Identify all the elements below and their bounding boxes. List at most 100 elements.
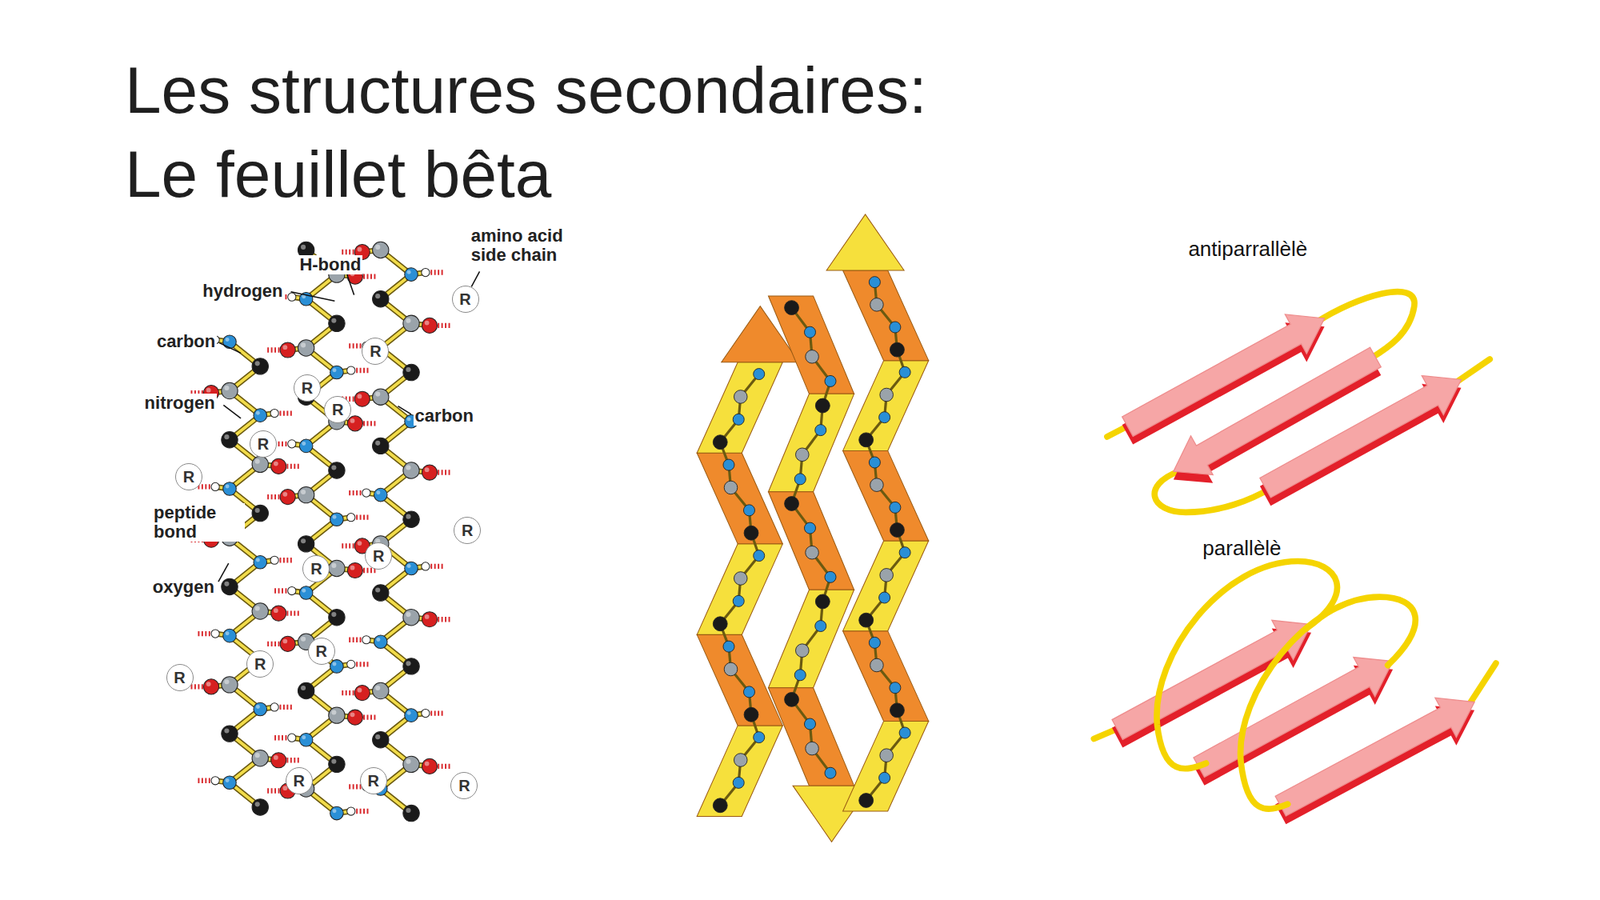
atom-shine: [357, 540, 363, 546]
ribbon-atom: [723, 459, 735, 471]
side-chain-letter: R: [461, 522, 473, 539]
ribbon-atom: [753, 550, 765, 562]
atom-shine: [375, 392, 380, 397]
atom-shine: [282, 492, 288, 497]
ribbon-pleat: [843, 270, 929, 361]
hydrogen-atom: [421, 708, 430, 717]
side-chain-circle: R: [175, 463, 203, 491]
h-bond-hash: [279, 704, 293, 710]
side-chain-letter: R: [301, 380, 313, 396]
side-chain-circle: R: [360, 767, 388, 795]
atom-shine: [375, 734, 380, 740]
h-bond-hash: [363, 420, 378, 426]
atom-shine: [301, 441, 306, 446]
atom-shine: [331, 710, 336, 716]
h-bond-hash: [273, 588, 288, 593]
atom-shine: [224, 679, 229, 684]
ribbon-atom: [784, 496, 800, 512]
h-bond-hash: [340, 543, 355, 548]
loop-connection: [1240, 596, 1416, 809]
nitrogen-atom: [299, 439, 313, 453]
oxygen-atom: [203, 679, 219, 695]
sheet-type-label: antiparrallèlè: [1186, 237, 1309, 261]
oxygen-atom: [280, 489, 296, 505]
ribbon-atom: [815, 398, 830, 413]
leader-line: [291, 292, 336, 301]
side-chain-letter: R: [310, 560, 322, 577]
atom-shine: [350, 712, 356, 717]
ribbon-atom: [889, 321, 901, 333]
side-chain-label: amino acid side chain: [469, 226, 585, 265]
atom-shine: [364, 636, 367, 640]
hydrogen-atom: [347, 660, 356, 668]
h-bond-hash: [348, 343, 362, 348]
oxygen-atom: [271, 752, 287, 768]
atom-shine: [224, 581, 229, 587]
atom-shine: [405, 808, 411, 813]
h-bond-hash: [273, 735, 288, 740]
atom-shine: [255, 360, 260, 366]
carbon-atom: [372, 388, 389, 405]
ribbon-atom: [880, 568, 894, 583]
alpha-carbon-atom: [252, 799, 268, 816]
atom-shine: [300, 685, 306, 691]
ribbon-atom: [868, 456, 880, 468]
atom-shine: [357, 688, 363, 693]
alpha-carbon-atom: [403, 804, 420, 821]
nitrogen-atom: [330, 660, 344, 674]
side-chain-letter: R: [173, 669, 185, 686]
atom-shine: [212, 631, 216, 634]
ribbon-atom: [859, 432, 874, 448]
nitrogen-atom: [253, 702, 268, 716]
leader-line: [347, 274, 355, 296]
ribbon-atom: [804, 326, 816, 338]
atom-shine: [206, 681, 212, 687]
atom-shine: [300, 489, 306, 495]
alpha-carbon-atom: [372, 584, 389, 601]
atom-label: carbon: [413, 406, 476, 426]
oxygen-atom: [347, 709, 363, 725]
topology-diagrams: [1093, 292, 1496, 825]
nitrogen-atom: [330, 512, 344, 527]
ribbon-atom: [794, 473, 806, 485]
ribbon-atom: [794, 669, 806, 681]
side-chain-circle: R: [450, 772, 478, 800]
h-bond-hash: [356, 514, 370, 520]
nitrogen-atom: [223, 776, 237, 790]
ribbon-atom: [744, 525, 759, 540]
oxygen-atom: [347, 416, 363, 432]
h-bond-hash: [430, 710, 444, 716]
ribbon-atom: [753, 368, 765, 380]
oxygen-atom: [421, 464, 437, 480]
ribbon-atom: [784, 300, 800, 316]
carbon-atom: [403, 462, 420, 479]
ribbon-atom: [724, 662, 738, 676]
atom-shine: [424, 467, 430, 472]
hydrogen-atom: [211, 482, 220, 491]
h-bond-hash: [356, 661, 370, 667]
ribbon-atom: [889, 682, 901, 694]
atom-shine: [405, 759, 411, 764]
side-chain-circle: R: [249, 430, 277, 458]
oxygen-atom: [421, 317, 437, 333]
h-bond-hash: [286, 610, 301, 616]
h-bond-hash: [363, 273, 378, 279]
side-chain-circle: R: [453, 516, 481, 544]
h-bond-hash: [356, 808, 370, 814]
h-bond-hash: [340, 249, 355, 255]
bond-label: peptide bond: [152, 503, 245, 542]
ribbon-atom: [868, 276, 880, 288]
atom-label: nitrogen: [143, 393, 217, 413]
nitrogen-atom: [223, 335, 237, 349]
ribbon-pleat: [696, 634, 783, 726]
atom-shine: [331, 759, 336, 764]
ribbon-atom: [870, 658, 884, 672]
alpha-carbon-atom: [328, 462, 345, 479]
ribbon-atom: [815, 424, 827, 436]
atom-shine: [332, 515, 337, 520]
atom-shine: [272, 704, 275, 708]
leader-line: [471, 271, 480, 287]
ribbon-pleat: [843, 360, 929, 452]
atom-shine: [375, 685, 380, 691]
side-chain-circle: R: [166, 664, 194, 692]
